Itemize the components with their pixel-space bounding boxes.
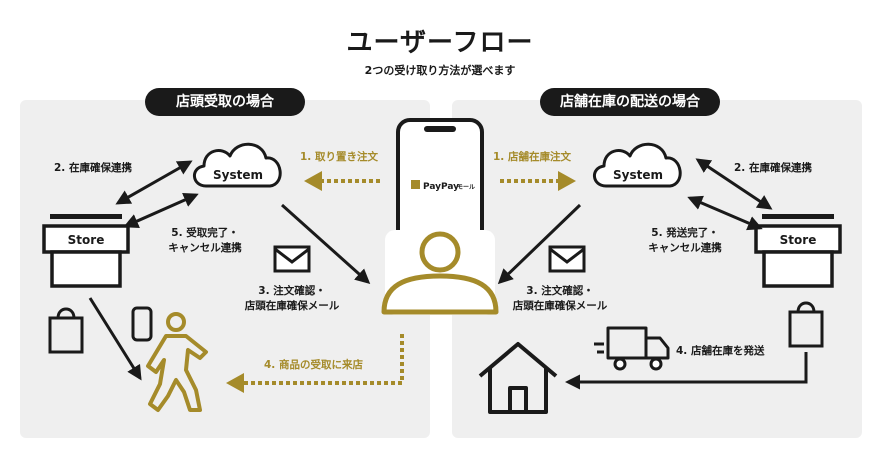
- left-confirm-mail-label: 3. 注文確認・ 店頭在庫確保メール: [244, 285, 340, 312]
- right-store-order-label: 1. 店舗在庫注文: [493, 151, 571, 163]
- right-ship-label: 4. 店舗在庫を発送: [676, 345, 765, 357]
- walking-person-icon: [146, 312, 208, 412]
- left-reserve-order-label: 1. 取り置き注文: [300, 151, 378, 163]
- left-store-to-customer-arrow: [88, 297, 142, 381]
- right-mail-icon: [548, 245, 586, 273]
- store-delivery-heading: 店舗在庫の配送の場合: [540, 88, 720, 116]
- left-visit-store-arrow: [240, 334, 404, 385]
- left-complete-sync-label: 5. 受取完了・ キャンセル連携: [168, 227, 242, 254]
- left-visit-store-label: 4. 商品の受取に来店: [264, 359, 363, 371]
- right-shipped-sync-arrow: [687, 195, 763, 231]
- left-system-cloud-icon: System: [193, 142, 282, 188]
- delivery-truck-icon: [594, 326, 670, 371]
- phone-brand: PayPay: [423, 182, 459, 192]
- right-shipped-sync-label: 5. 発送完了・ キャンセル連携: [648, 227, 722, 254]
- left-complete-sync-arrow: [123, 193, 199, 228]
- phone-brand-suffix: モール: [457, 184, 475, 191]
- store-pickup-heading: 店頭受取の場合: [145, 88, 305, 116]
- left-store-icon: Store: [42, 214, 130, 288]
- right-store-icon: Store: [754, 214, 842, 288]
- left-mail-icon: [273, 245, 311, 273]
- page-title: ユーザーフロー: [346, 28, 534, 58]
- small-phone-icon: [131, 306, 153, 342]
- customer-person-icon: [381, 230, 499, 315]
- left-confirm-arrow: [280, 203, 371, 285]
- shopping-bag-icon: [48, 307, 84, 354]
- right-ship-arrow: [565, 352, 808, 390]
- right-store-label: Store: [780, 233, 817, 247]
- right-confirm-mail-label: 3. 注文確認・ 店頭在庫確保メール: [512, 285, 608, 312]
- left-store-label: Store: [68, 233, 105, 247]
- right-inventory-sync-label: 2. 在庫確保連携: [734, 162, 812, 174]
- page-subtitle: 2つの受け取り方法が選べます: [364, 64, 516, 77]
- home-icon: [478, 342, 558, 414]
- right-system-cloud-icon: System: [593, 142, 682, 188]
- left-inventory-sync-label: 2. 在庫確保連携: [54, 162, 132, 174]
- right-system-label: System: [613, 168, 663, 182]
- left-system-label: System: [213, 168, 263, 182]
- right-confirm-arrow: [497, 203, 582, 285]
- right-shopping-bag-icon: [788, 301, 824, 348]
